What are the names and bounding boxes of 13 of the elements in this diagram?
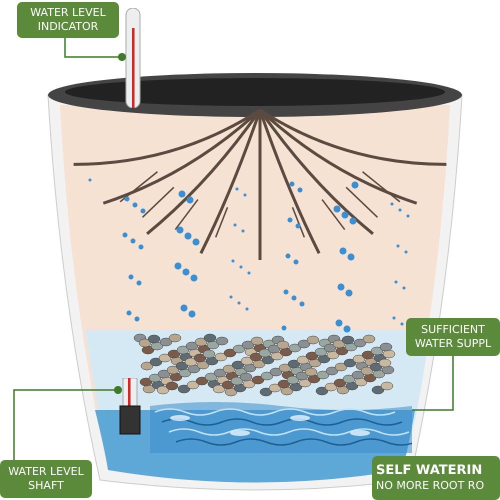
label-text: WATER LEVEL INDICATOR bbox=[29, 6, 107, 34]
callout-label bbox=[0, 460, 92, 498]
label-text: SUFFICIENT WATER SUPPL bbox=[414, 323, 492, 351]
label-text: SELF WATERIN bbox=[376, 463, 482, 480]
callout-label bbox=[406, 318, 500, 356]
shaft-float bbox=[118, 378, 142, 435]
leader-line bbox=[412, 356, 454, 411]
label-text: NO MORE ROOT RO bbox=[376, 479, 484, 493]
label-text: WATER LEVEL SHAFT bbox=[7, 465, 85, 493]
callout-label bbox=[17, 2, 119, 38]
leader-line bbox=[13, 386, 122, 460]
callout-label bbox=[372, 456, 500, 500]
leader-line bbox=[64, 38, 126, 61]
